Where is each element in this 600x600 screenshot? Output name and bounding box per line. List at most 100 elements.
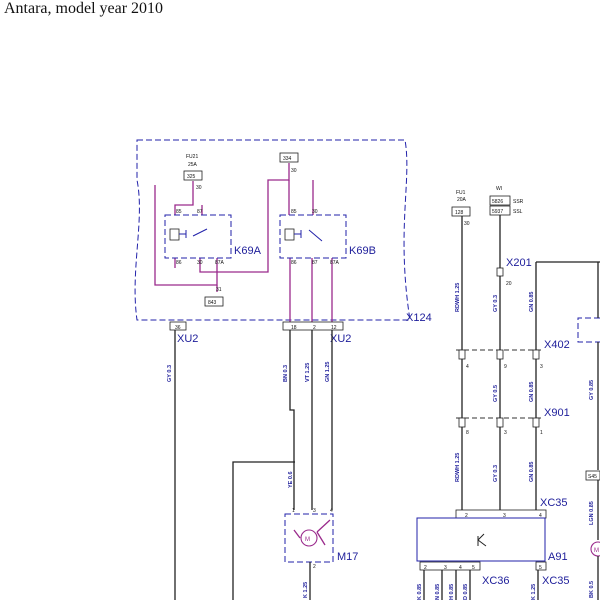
supply-334-box <box>279 152 299 163</box>
x901-pin-b <box>496 417 504 428</box>
wire-rdwh125-b-label: RDWH 1.25 <box>455 453 461 482</box>
xc35-pins-box <box>455 509 547 519</box>
wire-bottom-4-label: D 0.85 <box>463 584 469 600</box>
xu2-pin-18: 18 <box>291 325 297 331</box>
motor-m17-leads <box>293 519 331 546</box>
k69b-pin-87: 87 <box>312 260 318 266</box>
wires-x402-x901 <box>461 359 537 418</box>
x124-label: X124 <box>406 312 432 324</box>
wire-right-2-label: LGN 0.85 <box>589 501 595 525</box>
xc35-label: XC35 <box>540 497 568 509</box>
x402-label: X402 <box>544 339 570 351</box>
ground-pin: 31 <box>216 287 222 293</box>
wires-bottom <box>423 570 539 600</box>
xc36-pin-2: 2 <box>424 565 427 571</box>
wire-right-3-label: BK 0.5 <box>589 581 595 598</box>
wire-gn085-b-label: GN 0.85 <box>529 382 535 402</box>
xc36-pin-4: 4 <box>459 565 462 571</box>
fu21-box-label: 325 <box>187 174 196 180</box>
fu21-box <box>183 170 203 181</box>
x402-pin-c <box>532 349 540 360</box>
k69b-pin-86: 86 <box>291 260 297 266</box>
wire-bottom-5-label: K 1.25 <box>531 584 537 600</box>
right-edge-box <box>585 470 600 481</box>
wire-gy03-b-label: GY 0.3 <box>493 465 499 482</box>
k69a-pin-87a: 87A <box>215 260 225 266</box>
x201-pin-label: 20 <box>506 281 512 287</box>
xu2-right-label: XU2 <box>330 333 351 345</box>
x901-pin-3: 3 <box>504 430 507 436</box>
x201-pin <box>496 267 504 277</box>
wire-rdwh125-a-label: RDWH 1.25 <box>455 283 461 312</box>
wi-box-bottom-label: 5937 <box>492 209 503 215</box>
xc35-pin-4: 4 <box>539 513 542 519</box>
ground-box-label: 843 <box>208 300 217 306</box>
motor-m17-symbol: M <box>305 537 310 543</box>
xu2-left-label: XU2 <box>177 333 198 345</box>
k69a-pin-85: 85 <box>176 209 182 215</box>
k69a-label: K69A <box>234 245 262 257</box>
x402-pin-b <box>496 349 504 360</box>
motor-m17-outline <box>284 513 334 563</box>
wire-gn125-label: GN 1.25 <box>325 362 331 382</box>
relay-k69a <box>164 214 232 259</box>
k69b-pin-30: 30 <box>312 209 318 215</box>
motor-m17-icon <box>300 529 318 547</box>
relay-k69b-contact <box>294 229 323 242</box>
xc35-pin-3: 3 <box>503 513 506 519</box>
xc36-pin-5: 5 <box>472 565 475 571</box>
k69a-pin-86: 86 <box>176 260 182 266</box>
m17-pin-2: 2 <box>313 564 316 570</box>
wi-name: WI <box>496 186 502 192</box>
wi-label-bottom: SSL <box>513 209 523 215</box>
relay-k69a-contact <box>179 228 208 238</box>
xc36-pin-3: 3 <box>444 565 447 571</box>
wi-box-top-label: 5826 <box>492 199 503 205</box>
fu1-box <box>451 206 471 217</box>
motor-m17-label: M17 <box>337 551 358 563</box>
xc35b-pin-box <box>535 561 547 571</box>
xc35b-pin: 5 <box>539 565 542 571</box>
k69a-pin-87: 87 <box>197 209 203 215</box>
wire-k69b-outputs <box>289 258 333 322</box>
x901-pin-8: 8 <box>466 430 469 436</box>
m17-pin-1: 1 <box>292 508 295 514</box>
fu21-rating: 25A <box>188 162 198 168</box>
wire-bn03-label: BN 0.3 <box>283 365 289 382</box>
x402-pin-3: 3 <box>540 364 543 370</box>
fu1-name: FU1 <box>456 190 466 196</box>
x901-pin-c <box>532 417 540 428</box>
relay-k69b-coil <box>284 228 295 241</box>
wire-right-1-label: GY 0.85 <box>589 380 595 400</box>
wires-x901-xc35 <box>461 427 537 510</box>
wire-k125-label: K 1.25 <box>303 582 309 598</box>
relay-k69a-coil <box>169 228 180 241</box>
wire-bn03 <box>289 330 295 510</box>
wire-bottom-3-label: H 0.85 <box>449 584 455 600</box>
fu21-pin: 30 <box>196 185 202 191</box>
xc36-pins-box <box>419 561 481 571</box>
right-edge-box-label: S45 <box>588 474 597 480</box>
x201-label: X201 <box>506 257 532 269</box>
module-a91 <box>416 517 546 562</box>
xu2-right-pins-box <box>282 321 344 331</box>
wire-bottom-1-label: K 0.85 <box>417 584 423 600</box>
wire-bottom-2-label: N 0.85 <box>435 584 441 600</box>
relay-k69b <box>279 214 347 259</box>
ground-box <box>204 296 224 307</box>
wire-k69a-30-to-k69b <box>199 163 290 273</box>
xu2-left-pin: 36 <box>175 325 181 331</box>
wire-gn085-c-label: GN 0.85 <box>529 462 535 482</box>
wire-gy03-a-label: GY 0.3 <box>493 295 499 312</box>
fu1-rating: 20A <box>457 197 467 203</box>
x402-pin-9: 9 <box>504 364 507 370</box>
supply-334-label: 334 <box>283 156 292 162</box>
xu2-pin-12: 12 <box>331 325 337 331</box>
xc35b-label: XC35 <box>542 575 570 587</box>
fu21-name: FU21 <box>186 154 198 160</box>
page-caption: Antara, model year 2010 <box>4 0 164 17</box>
k69b-label: K69B <box>349 245 376 257</box>
x901-pin-1: 1 <box>540 430 543 436</box>
